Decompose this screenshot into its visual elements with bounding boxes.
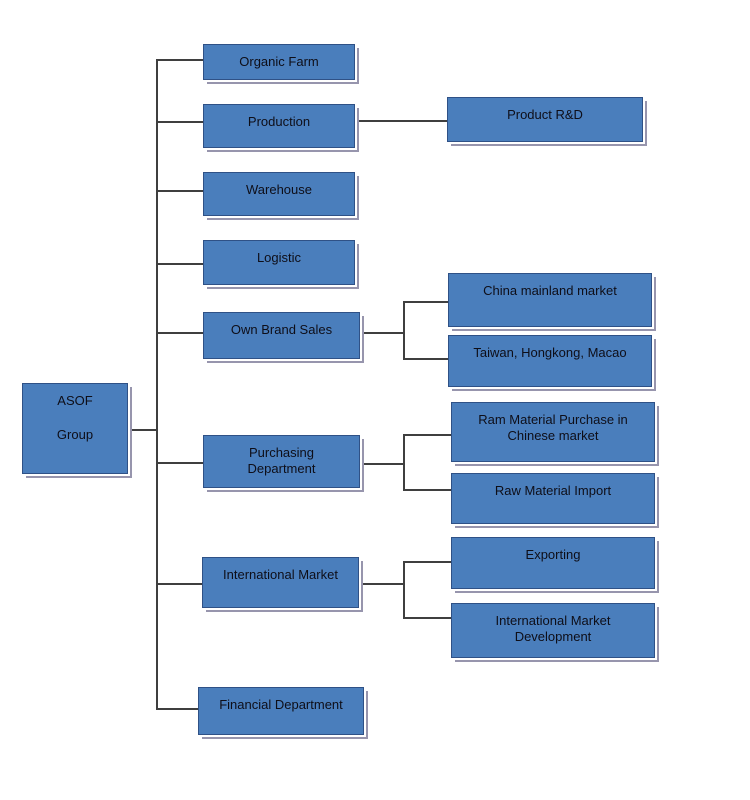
node-logistic: Logistic — [203, 240, 355, 285]
connector-trunk-vertical — [156, 59, 158, 710]
connector-to-china-mainland — [403, 301, 449, 303]
node-exporting: Exporting — [451, 537, 655, 589]
node-asof-group: ASOF Group — [22, 383, 128, 474]
node-warehouse: Warehouse — [203, 172, 355, 216]
connector-purchasing-main — [362, 463, 405, 465]
connector-own-brand-main — [361, 332, 405, 334]
connector-branch-purchasing — [156, 462, 204, 464]
node-financial-department: Financial Department — [198, 687, 364, 735]
connector-to-ram-material-purchase — [403, 434, 452, 436]
node-own-brand-sales: Own Brand Sales — [203, 312, 360, 359]
connector-international-main — [361, 583, 405, 585]
connector-root-to-trunk — [128, 429, 158, 431]
node-organic-farm: Organic Farm — [203, 44, 355, 80]
connector-own-brand-bracket — [403, 301, 405, 360]
node-international-market-development: International Market Development — [451, 603, 655, 658]
connector-branch-warehouse — [156, 190, 204, 192]
connector-branch-organic-farm — [156, 59, 204, 61]
node-taiwan-hongkong-macao: Taiwan, Hongkong, Macao — [448, 335, 652, 387]
connector-branch-international-market — [156, 583, 204, 585]
node-purchasing-department: Purchasing Department — [203, 435, 360, 488]
node-raw-material-import: Raw Material Import — [451, 473, 655, 524]
connector-purchasing-bracket — [403, 434, 405, 491]
node-ram-material-purchase: Ram Material Purchase in Chinese market — [451, 402, 655, 462]
connector-to-international-market-development — [403, 617, 452, 619]
connector-branch-production — [156, 121, 204, 123]
connector-production-to-product-rd — [357, 120, 447, 122]
connector-branch-logistic — [156, 263, 204, 265]
node-production: Production — [203, 104, 355, 148]
connector-to-taiwan-hongkong-macao — [403, 358, 449, 360]
connector-to-exporting — [403, 561, 452, 563]
connector-branch-own-brand-sales — [156, 332, 204, 334]
node-china-mainland-market: China mainland market — [448, 273, 652, 327]
node-international-market: International Market — [202, 557, 359, 608]
connector-branch-financial — [156, 708, 200, 710]
connector-to-raw-material-import — [403, 489, 452, 491]
node-product-rd: Product R&D — [447, 97, 643, 142]
connector-international-bracket — [403, 561, 405, 619]
